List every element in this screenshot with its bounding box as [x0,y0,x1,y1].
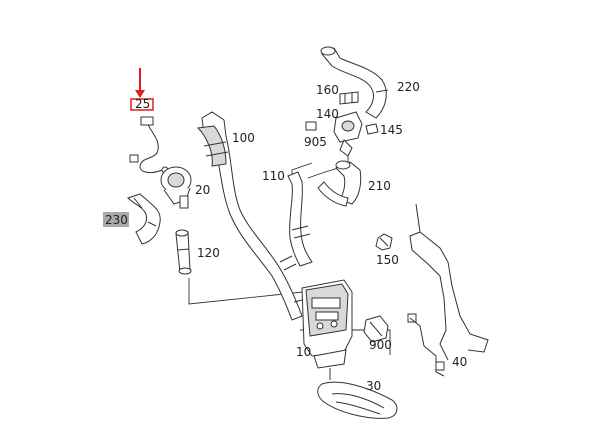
label-140[interactable]: 140 [316,107,339,121]
label-150[interactable]: 150 [376,253,399,267]
label-220[interactable]: 220 [397,80,420,94]
part-230-elbow-hose[interactable] [127,193,161,245]
part-10-heater-unit[interactable] [293,279,353,369]
label-210[interactable]: 210 [368,179,391,193]
label-160[interactable]: 160 [316,83,339,97]
label-905[interactable]: 905 [304,135,327,149]
part-120-hose[interactable] [175,229,192,275]
label-30[interactable]: 30 [366,379,381,393]
part-140-connector[interactable] [305,111,363,157]
selection-arrow [135,68,145,98]
label-25[interactable]: 25 [135,97,150,111]
part-900-plug[interactable] [363,315,389,343]
part-100-long-hose[interactable] [196,111,303,321]
label-10[interactable]: 10 [296,345,311,359]
part-210-lower-hose[interactable] [317,160,362,207]
label-230[interactable]: 230 [105,213,128,227]
part-labels: 25 100 20 230 120 160 220 140 145 905 11… [105,80,467,393]
label-120[interactable]: 120 [197,246,220,260]
part-150-fitting[interactable] [375,233,393,251]
label-110[interactable]: 110 [262,169,285,183]
part-220-upper-hose[interactable] [320,46,389,119]
part-145-clip[interactable] [365,123,379,135]
part-25-highlight-box [130,98,154,111]
part-20-pump[interactable] [160,166,192,209]
label-20[interactable]: 20 [195,183,210,197]
part-40-bracket[interactable] [407,203,489,377]
part-230-label-bg [103,212,129,227]
label-900[interactable]: 900 [369,338,392,352]
part-110-mid-hose[interactable] [287,171,313,267]
label-145[interactable]: 145 [380,123,403,137]
label-100[interactable]: 100 [232,131,255,145]
part-30-muffler[interactable] [317,368,398,419]
label-40[interactable]: 40 [452,355,467,369]
part-160-clamp[interactable] [339,91,359,105]
part-25-sensor[interactable] [129,116,169,174]
